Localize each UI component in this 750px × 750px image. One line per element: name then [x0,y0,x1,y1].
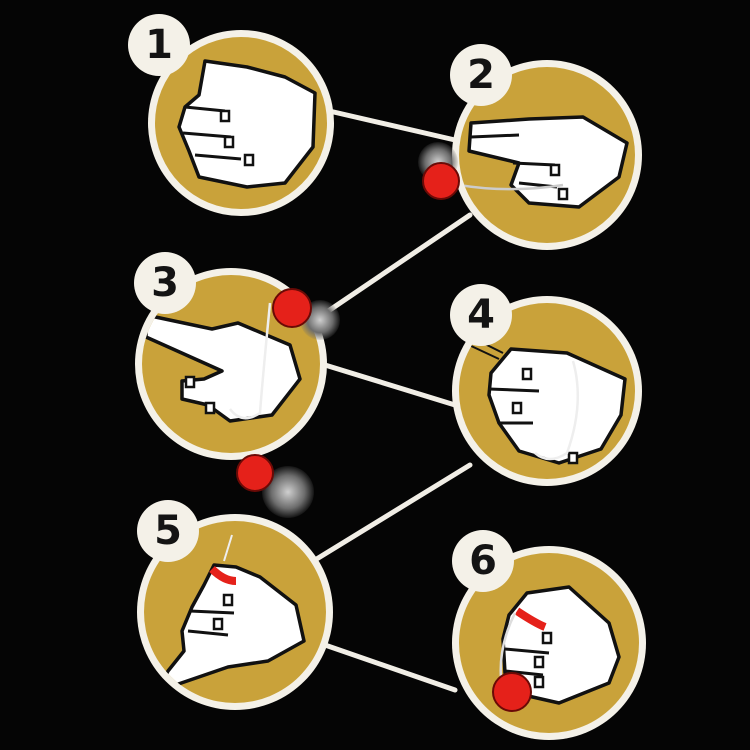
step-5-panel [137,514,333,710]
step-5-disc [144,521,326,703]
hand-icon [468,338,627,465]
step-5-number: 5 [154,508,182,554]
step-4-number: 4 [467,292,495,338]
hand-icon [144,302,302,423]
step-3-badge: 3 [134,252,196,314]
hand-icon [499,585,621,705]
hand-icon [156,534,306,693]
red-ball [422,162,460,200]
step-2-number: 2 [467,52,495,98]
step-3-number: 3 [151,260,179,306]
hand-icon [177,59,317,189]
step-2-panel [452,60,642,250]
hand-icon [459,115,629,209]
red-ball [492,672,532,712]
step-1-badge: 1 [128,14,190,76]
red-ball [236,454,274,492]
step-6-badge: 6 [452,530,514,592]
step-1-number: 1 [145,22,173,68]
step-1-disc [155,37,327,209]
step-5-badge: 5 [137,500,199,562]
step-6-number: 6 [469,538,497,584]
step-4-disc [459,303,635,479]
red-ball [272,288,312,328]
step-4-panel [452,296,642,486]
step-4-badge: 4 [450,284,512,346]
step-2-badge: 2 [450,44,512,106]
